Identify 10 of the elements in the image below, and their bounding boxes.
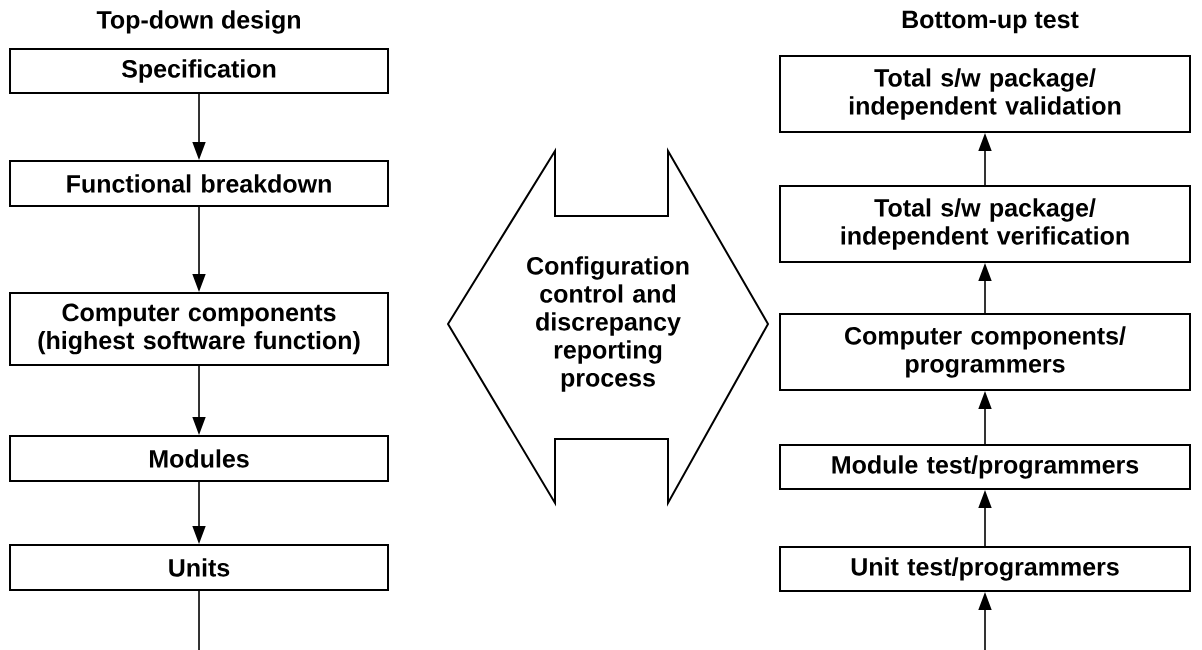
- process-box: Modules: [9, 435, 389, 482]
- process-box: Unit test/programmers: [779, 546, 1191, 592]
- process-box: Units: [9, 544, 389, 591]
- process-box: Module test/programmers: [779, 444, 1191, 490]
- process-box: Total s/w package/ independent validation: [779, 55, 1191, 133]
- process-box: Specification: [9, 48, 389, 94]
- process-box: Computer components/ programmers: [779, 313, 1191, 391]
- process-box: Functional breakdown: [9, 160, 389, 207]
- process-box: Computer components (highest software function): [9, 292, 389, 366]
- process-box: Total s/w package/ independent verification: [779, 185, 1191, 263]
